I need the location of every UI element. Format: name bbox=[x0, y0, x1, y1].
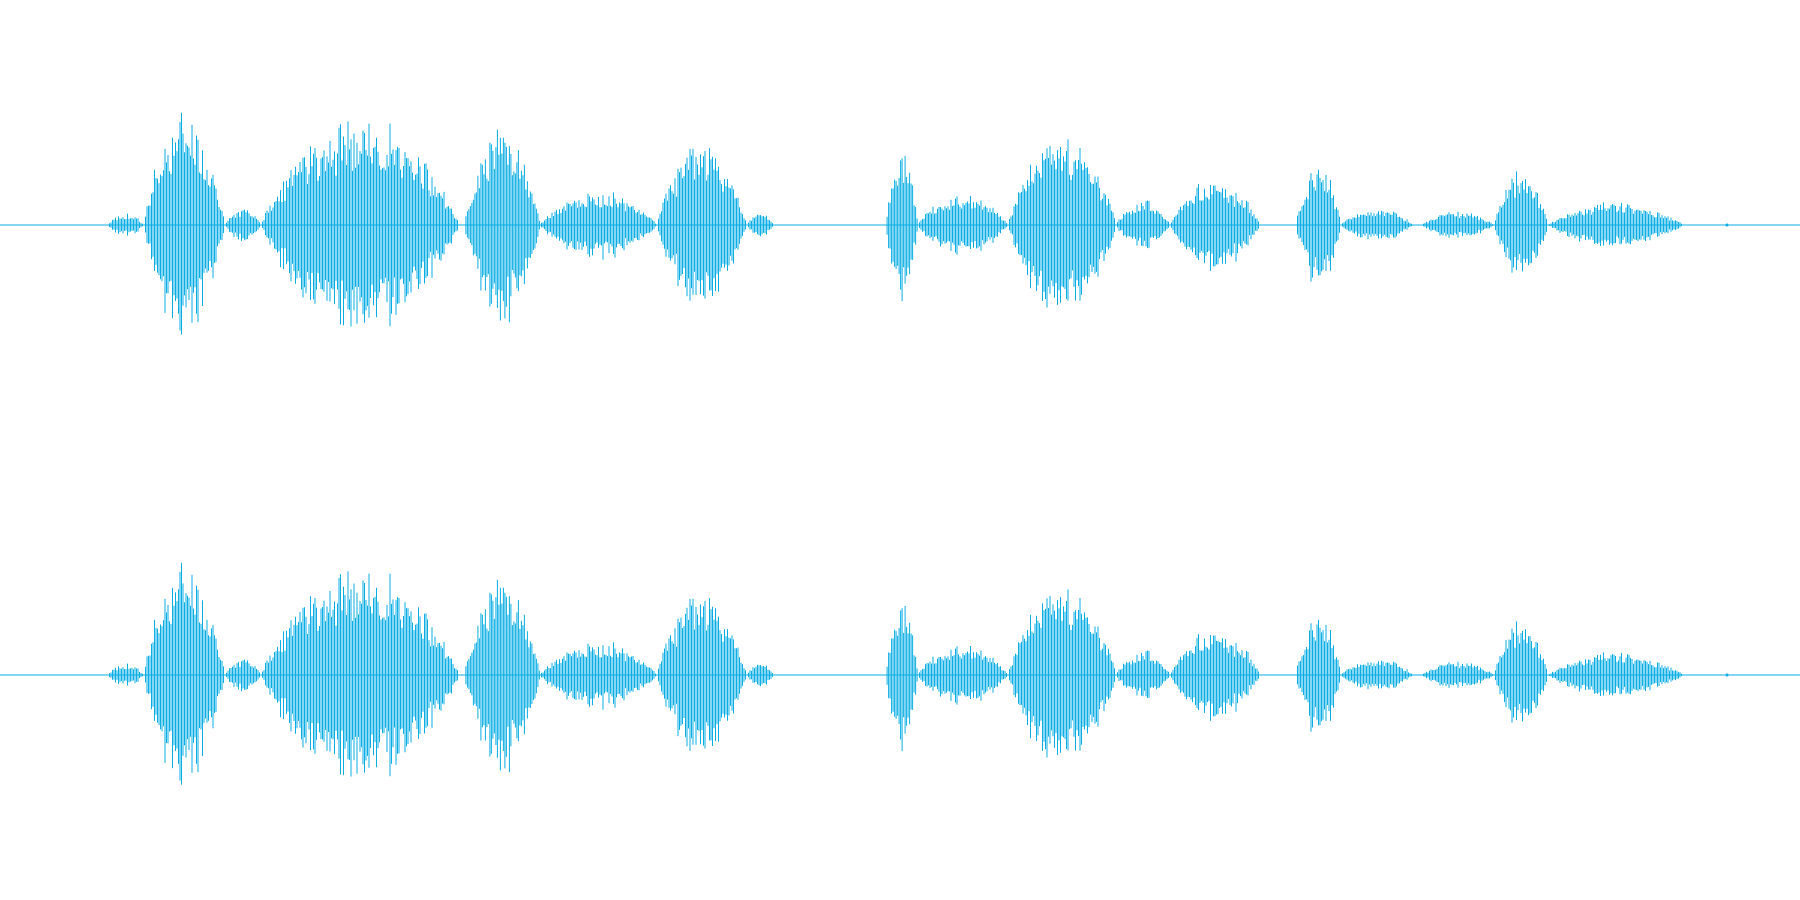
waveform-segment bbox=[1297, 619, 1340, 732]
waveform-segment bbox=[886, 605, 918, 752]
waveform-segment bbox=[262, 121, 458, 327]
waveform-segment bbox=[465, 579, 540, 773]
waveform-segment bbox=[1549, 652, 1682, 696]
waveform-segment bbox=[1171, 184, 1259, 271]
waveform-segment bbox=[109, 663, 143, 686]
waveform-segment bbox=[109, 213, 143, 236]
waveform-segment bbox=[226, 209, 260, 242]
waveform-segment bbox=[919, 196, 1007, 255]
waveform-segment bbox=[1423, 661, 1493, 688]
waveform-segment bbox=[658, 598, 746, 751]
waveform-segment bbox=[1009, 139, 1115, 308]
waveform-segment bbox=[1495, 621, 1547, 723]
waveform-segment bbox=[658, 148, 746, 301]
waveform-segment bbox=[1171, 634, 1259, 721]
waveform-segment bbox=[748, 664, 773, 687]
waveform-segment bbox=[145, 112, 224, 335]
waveform-segment bbox=[1117, 650, 1169, 699]
channel-1-waveform bbox=[0, 112, 1800, 335]
waveform-segment bbox=[1495, 171, 1547, 273]
waveform-segment bbox=[1342, 660, 1412, 690]
waveform-segment bbox=[1009, 589, 1115, 758]
waveform-segment bbox=[748, 214, 773, 237]
waveform-segment bbox=[886, 155, 918, 302]
waveform-segment bbox=[541, 642, 656, 710]
waveform-segment bbox=[226, 659, 260, 692]
waveform-segment bbox=[1297, 169, 1340, 282]
waveform-segment bbox=[262, 571, 458, 777]
waveform-segment bbox=[145, 562, 224, 785]
channel-2-waveform bbox=[0, 562, 1800, 785]
waveform-segment bbox=[1423, 211, 1493, 238]
waveform-segment bbox=[1342, 210, 1412, 240]
waveform-segment bbox=[465, 129, 540, 323]
baseline-marker bbox=[1725, 673, 1729, 677]
waveform-segment bbox=[541, 192, 656, 260]
waveform-segment bbox=[919, 646, 1007, 705]
waveform-segment bbox=[1549, 202, 1682, 246]
waveform-segment bbox=[1117, 200, 1169, 249]
baseline-marker bbox=[1725, 223, 1729, 227]
